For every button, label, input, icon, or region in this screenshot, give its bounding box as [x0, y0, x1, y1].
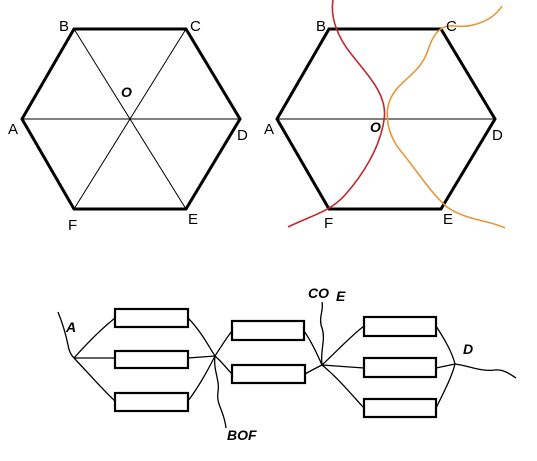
- wire-bof-to-box5: [214, 355, 233, 375]
- node-label-a: A: [65, 319, 76, 335]
- red-cut-curve: [287, 0, 386, 228]
- vertex-label-c: C: [190, 18, 201, 35]
- edge-box-7: [362, 356, 438, 379]
- edge-box-8: [362, 397, 438, 419]
- hexagon-plain: B C A D F E O: [8, 18, 248, 234]
- edge-box-5: [230, 363, 307, 385]
- edge-box-4: [230, 319, 306, 342]
- wire-coe-to-box8: [321, 364, 365, 409]
- wire-coe-tail: [319, 301, 325, 366]
- wire-box6-to-d: [435, 325, 456, 365]
- hexagon-cut: B C A D F E O: [264, 0, 506, 232]
- wire-coe-to-box6: [321, 325, 365, 366]
- vertex-label-a-right: A: [264, 121, 274, 138]
- vertex-label-e: E: [188, 211, 198, 228]
- vertex-label-f: F: [68, 217, 77, 234]
- vertex-label-a: A: [8, 121, 18, 138]
- vertex-label-c-right: C: [446, 18, 457, 35]
- vertex-label-e-right: E: [443, 211, 453, 228]
- wire-a-to-box1: [73, 317, 116, 359]
- vertex-label-f-right: F: [324, 215, 333, 232]
- node-label-e: E: [336, 288, 346, 304]
- wire-coe-to-box7: [321, 364, 365, 369]
- parallel-graph: A BOF CO E D: [57, 285, 517, 443]
- wire-a-to-box3: [73, 357, 116, 402]
- vertex-label-b-right: B: [316, 18, 326, 35]
- center-label-o: O: [121, 84, 132, 100]
- wire-d-tail: [454, 363, 517, 379]
- node-label-bof: BOF: [227, 427, 257, 443]
- wire-a-tail: [57, 311, 75, 359]
- vertex-label-b: B: [59, 18, 69, 35]
- wire-box3-to-bof: [187, 355, 216, 402]
- vertex-label-d: D: [237, 127, 248, 144]
- wire-bof-tail: [213, 355, 227, 429]
- wire-box4-to-coe: [303, 330, 323, 366]
- wire-box2-to-bof: [187, 355, 216, 359]
- wire-box8-to-d: [435, 363, 456, 409]
- node-label-co: CO: [308, 285, 329, 301]
- edge-box-1: [113, 307, 190, 329]
- edge-box-2: [113, 349, 190, 370]
- orange-cut-curve: [386, 5, 506, 229]
- wire-bof-to-box4: [214, 330, 233, 357]
- vertex-label-d-right: D: [492, 127, 503, 144]
- wire-box7-to-d: [435, 363, 456, 369]
- wire-box5-to-coe: [304, 364, 323, 375]
- wire-box1-to-bof: [187, 317, 216, 357]
- edge-box-6: [362, 315, 438, 338]
- center-label-o-right: O: [370, 119, 381, 135]
- edge-box-3: [113, 391, 190, 413]
- node-label-d: D: [463, 341, 473, 357]
